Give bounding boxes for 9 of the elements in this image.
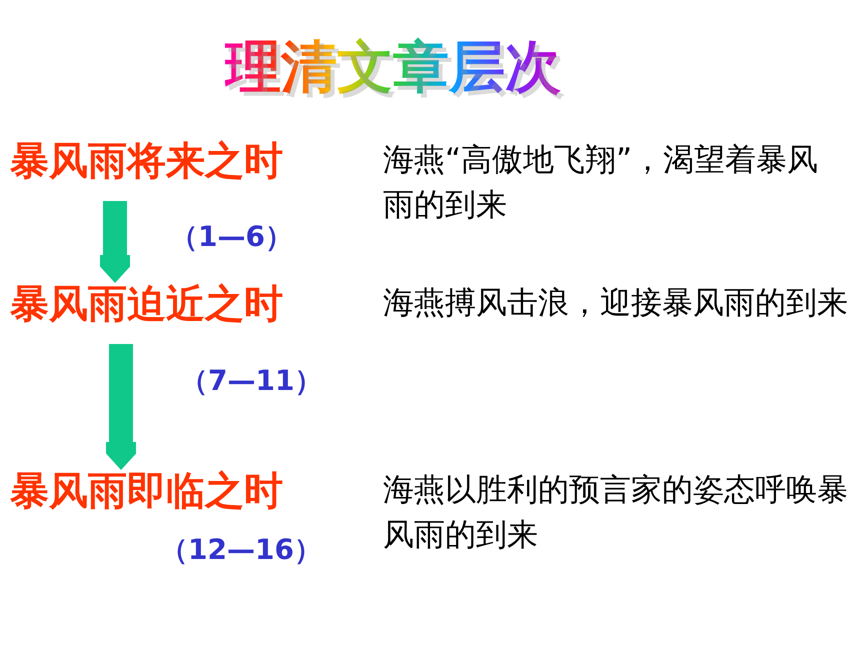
paragraph-range: （1—6） <box>170 219 293 255</box>
paragraph-range: （7—11） <box>180 363 322 399</box>
description-text: 海燕以胜利的预言家的姿态呼唤暴风雨的到来 <box>383 471 848 555</box>
paragraph-range: （12—16） <box>160 532 322 568</box>
stage-label: 暴风雨将来之时 <box>10 140 283 185</box>
stage-label: 暴风雨即临之时 <box>10 470 283 515</box>
description-text: 海燕“高傲地飞翔”，渴望着暴风雨的到来 <box>383 141 820 225</box>
stage-label: 暴风雨迫近之时 <box>10 283 283 328</box>
description-text: 海燕搏风击浪，迎接暴风雨的到来 <box>383 284 848 323</box>
